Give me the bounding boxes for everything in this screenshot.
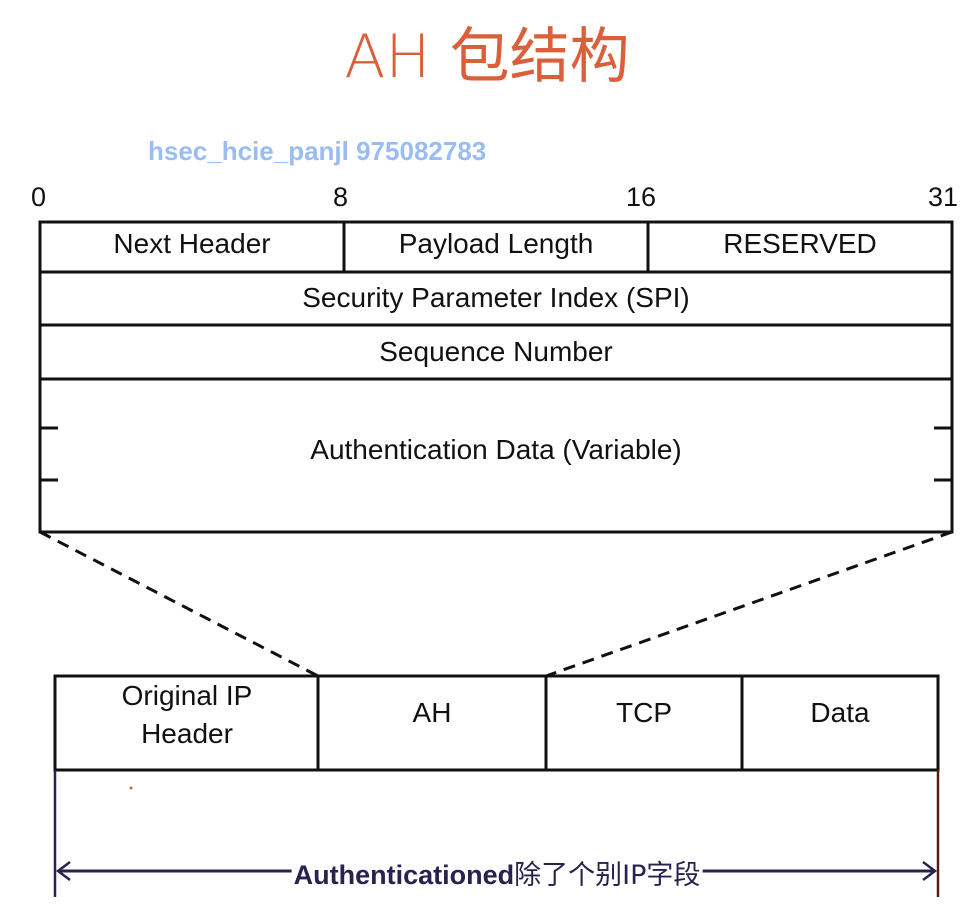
field-reserved: RESERVED — [723, 228, 877, 259]
field-payload-length: Payload Length — [398, 228, 594, 259]
arrow-right-head — [922, 861, 938, 881]
packet-box — [53, 674, 940, 772]
packet-ah: AH — [412, 697, 452, 728]
field-next-header: Next Header — [113, 228, 271, 259]
bit-label-0: 0 — [31, 182, 47, 212]
packet-original-ip-line2: Header — [141, 718, 233, 749]
field-spi: Security Parameter Index (SPI) — [302, 282, 690, 313]
authenticated-scope-label: Authenticationed除了个别IP字段 — [291, 853, 703, 892]
bit-label-31: 31 — [928, 182, 959, 212]
packet-original-ip-line1: Original IP — [121, 680, 253, 711]
auth-label-en: Authenticationed — [293, 860, 515, 890]
dashed-expansion-line — [545, 530, 953, 678]
arrow-left-head — [55, 861, 71, 881]
dashed-expansion-line — [39, 530, 319, 678]
bit-label-16: 16 — [626, 182, 657, 212]
packet-tcp: TCP — [616, 697, 672, 728]
page-title: AH 包结构 — [344, 22, 630, 92]
field-authentication-data: Authentication Data (Variable) — [310, 434, 682, 465]
field-sequence-number: Sequence Number — [379, 336, 613, 367]
watermark: hsec_hcie_panjl 975082783 — [148, 136, 487, 166]
bit-label-8: 8 — [333, 182, 349, 212]
ah-header-box — [38, 220, 954, 534]
packet-data: Data — [810, 697, 870, 728]
auth-label-cn: 除了个别IP字段 — [514, 860, 701, 891]
stray-dot — [129, 786, 133, 790]
